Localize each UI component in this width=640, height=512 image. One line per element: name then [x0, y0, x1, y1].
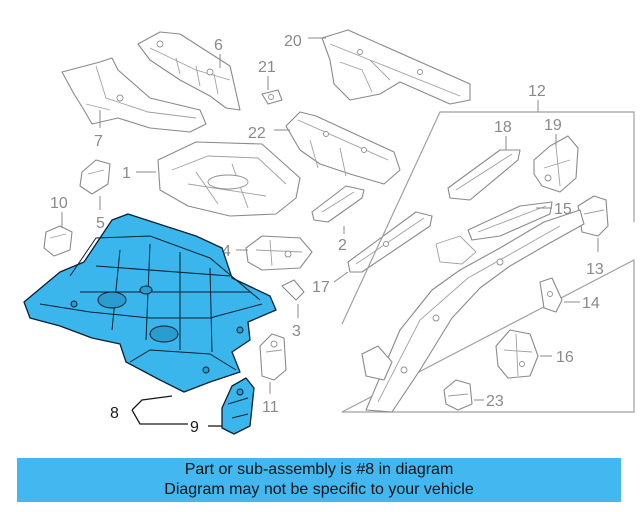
leader-17	[333, 271, 349, 283]
parts-diagram: 7 6 21 20 22 1	[23, 29, 635, 436]
part-9-bracket-highlighted[interactable]	[221, 377, 255, 435]
callout-19: 19	[544, 117, 562, 134]
callout-20: 20	[284, 33, 302, 50]
callout-8: 8	[110, 405, 119, 422]
part-19-bracket[interactable]	[533, 135, 579, 193]
callout-17: 17	[312, 279, 330, 296]
banner-line-disclaimer: Diagram may not be specific to your vehi…	[164, 481, 474, 498]
part-4-bracket[interactable]	[245, 235, 313, 271]
part-2-reinforcement[interactable]	[311, 185, 365, 223]
callout-12: 12	[528, 83, 546, 100]
part-11-bracket[interactable]	[259, 333, 287, 381]
part-15-rail-section[interactable]	[467, 201, 553, 241]
callout-11: 11	[262, 399, 279, 416]
part-14-bracket[interactable]	[539, 277, 563, 313]
callout-13: 13	[586, 261, 604, 278]
part-21-bracket[interactable]	[261, 89, 283, 105]
callout-3: 3	[292, 323, 301, 340]
part-20-side-rail[interactable]	[321, 29, 471, 105]
leader-8-upper	[131, 395, 173, 411]
callout-4: 4	[222, 243, 231, 260]
part-5-bracket[interactable]	[79, 159, 111, 195]
part-13-bracket[interactable]	[577, 195, 609, 237]
callout-18: 18	[494, 119, 512, 136]
callout-14: 14	[582, 295, 600, 312]
part-10-bracket[interactable]	[43, 225, 73, 257]
callout-5: 5	[96, 215, 105, 232]
callout-22: 22	[248, 125, 266, 142]
leader-8-lower	[131, 409, 188, 425]
part-12-group-box	[341, 111, 635, 413]
part-8-floor-pan-highlighted[interactable]	[23, 213, 277, 393]
callout-6: 6	[214, 37, 223, 54]
callout-7: 7	[94, 133, 103, 150]
callout-2: 2	[338, 237, 347, 254]
part-12-frame-rail[interactable]	[361, 209, 585, 413]
part-3-bracket[interactable]	[281, 279, 305, 301]
part-1-rear-floor-pan[interactable]	[157, 141, 301, 217]
part-16-bracket[interactable]	[495, 329, 539, 379]
part-7-rear-crossmember[interactable]	[61, 57, 207, 133]
part-6-rear-panel[interactable]	[137, 31, 241, 111]
part-18-reinforcement[interactable]	[447, 149, 521, 201]
callout-23: 23	[486, 393, 504, 410]
part-23-bracket[interactable]	[443, 379, 473, 411]
part-22-crossmember[interactable]	[285, 111, 401, 185]
callout-21: 21	[258, 59, 276, 76]
callout-16: 16	[556, 349, 574, 366]
info-banner: Part or sub-assembly is #8 in diagram Di…	[17, 458, 621, 502]
banner-line-part: Part or sub-assembly is #8 in diagram	[184, 461, 454, 478]
callout-10: 10	[50, 195, 68, 212]
part-17-rail[interactable]	[347, 211, 433, 273]
callout-1: 1	[122, 165, 131, 182]
callout-9: 9	[190, 419, 199, 436]
